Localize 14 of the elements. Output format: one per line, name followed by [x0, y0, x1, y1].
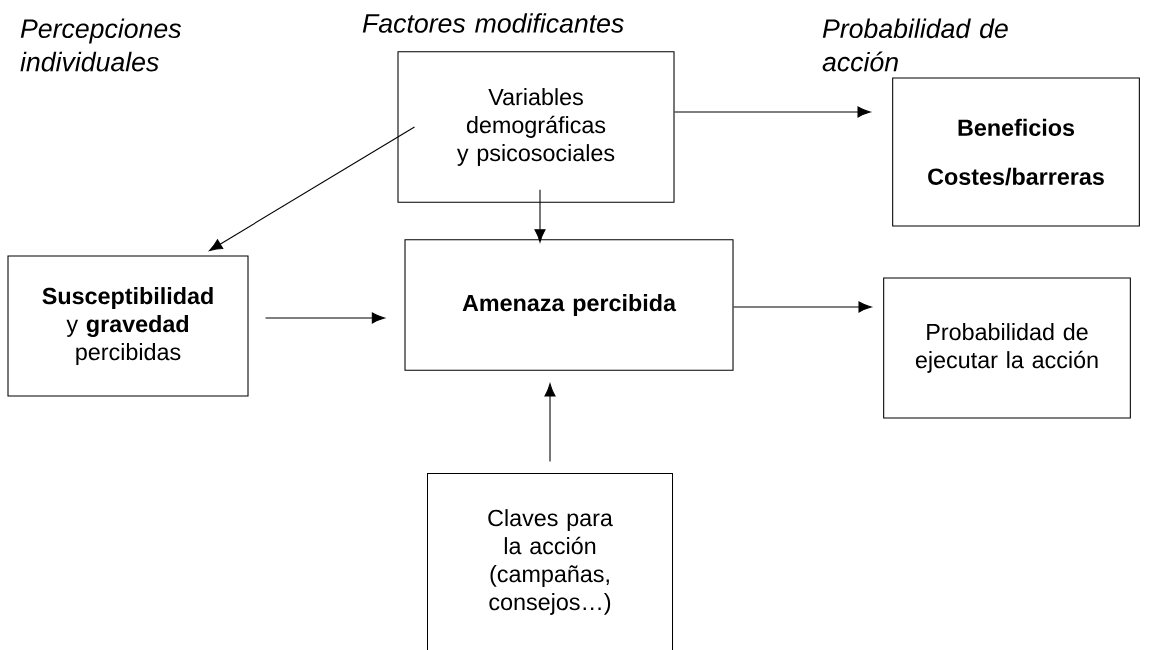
process-box: Probabilidad de ejecutar la acción [883, 277, 1131, 419]
arrow [733, 301, 872, 313]
heading: Probabilidad de acción [822, 18, 1008, 72]
process-box: Susceptibilidad y gravedad percibidas [7, 255, 249, 397]
process-box: Claves para la acción (campañas, consejos…) [426, 472, 674, 650]
arrow [209, 126, 415, 251]
process-box: Beneficios Costes/barreras [892, 77, 1140, 227]
process-box: Amenaza percibida [404, 239, 734, 371]
arrow [534, 189, 546, 243]
arrow [674, 106, 871, 118]
heading: Percepciones individuales [20, 18, 181, 72]
arrow [265, 312, 385, 324]
process-box: Variables demográficas y psicosociales [397, 51, 675, 203]
arrow [544, 383, 556, 462]
